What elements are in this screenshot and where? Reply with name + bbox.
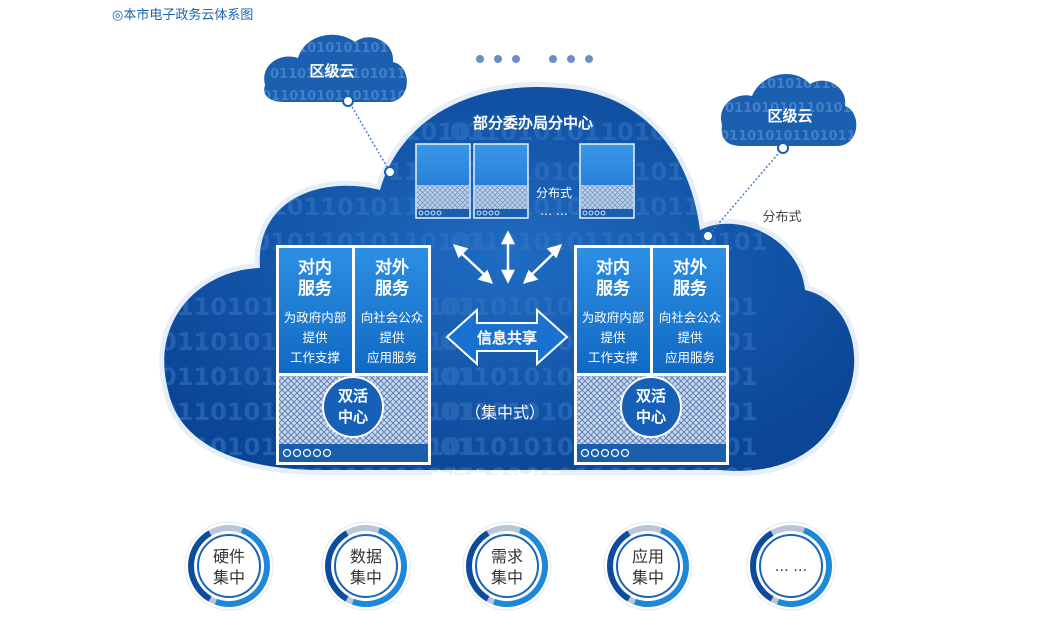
active-center-label: 中心 xyxy=(338,408,368,426)
internal-service-desc: 工作支撑 xyxy=(290,350,341,365)
server-ellipsis: … … xyxy=(540,204,568,218)
data-center-right: 对内 服务 为政府内部 提供 工作支撑 对外 服务 向社会公众 提供 应用服务 … xyxy=(574,245,729,465)
external-service-desc: 向社会公众 xyxy=(361,310,424,325)
binary-row: 0110101011010110101 xyxy=(440,463,757,491)
internal-service-title: 服务 xyxy=(596,278,631,299)
internal-service-desc: 工作支撑 xyxy=(588,350,639,365)
concentration-label: 数据 xyxy=(350,547,382,566)
concentration-label: 集中 xyxy=(350,568,382,587)
binary-row: 0110101011010110101 xyxy=(740,77,912,92)
external-service-title: 服务 xyxy=(673,278,708,299)
concentration-label: 集中 xyxy=(491,568,523,587)
concentration-label: 集中 xyxy=(213,568,245,587)
external-service-desc: 提供 xyxy=(677,330,702,345)
info-share-arrow: 信息共享 xyxy=(445,307,569,367)
concentration-items: 硬件集中数据集中需求集中应用集中… … xyxy=(184,521,836,611)
sync-arrows xyxy=(452,230,563,284)
concentration-label: 应用 xyxy=(632,547,664,566)
internal-service-desc: 为政府内部 xyxy=(284,310,347,325)
more-dots xyxy=(476,55,593,63)
committee-center-label: 部分委办局分中心 xyxy=(473,114,593,132)
city-cloud-label: 市级电子政务云 xyxy=(430,468,563,491)
external-service-title: 服务 xyxy=(375,278,410,299)
active-center-label: 中心 xyxy=(636,408,666,426)
connector-right xyxy=(702,142,789,242)
district-cloud-right: 0110101011010110101 0110101011010110101 … xyxy=(720,73,912,146)
connector-left xyxy=(342,95,396,178)
concentration-label: 硬件 xyxy=(213,547,245,566)
district-cloud-label: 区级云 xyxy=(309,62,354,80)
active-center-label: 双活 xyxy=(636,387,666,405)
server-unit xyxy=(579,143,635,219)
internal-service-desc: 提供 xyxy=(302,330,327,345)
internal-service-title: 对内 xyxy=(596,257,630,278)
internal-service-title: 服务 xyxy=(298,278,333,299)
distributed-label-inside: 分布式 xyxy=(536,186,572,200)
internal-service-title: 对内 xyxy=(298,257,332,278)
binary-row: 0110101011010110101 xyxy=(280,41,452,56)
info-share-label: 信息共享 xyxy=(477,329,537,347)
concentration-label: … … xyxy=(775,559,807,575)
figure-caption: ◎本市电子政务云体系图 xyxy=(112,8,254,23)
concentration-label: 集中 xyxy=(632,568,664,587)
server-unit xyxy=(473,143,529,219)
binary-row: 0110101011010110101 xyxy=(160,463,477,491)
external-service-title: 对外 xyxy=(673,257,707,278)
distributed-label-outside: 分布式 xyxy=(762,210,801,225)
internal-service-desc: 为政府内部 xyxy=(582,310,645,325)
data-center-left: 对内 服务 为政府内部 提供 工作支撑 对外 服务 向社会公众 提供 应用服务 … xyxy=(276,245,431,465)
internal-service-desc: 提供 xyxy=(600,330,625,345)
district-cloud-left: 0110101011010110101 0110101011010110101 … xyxy=(262,34,452,104)
external-service-desc: 向社会公众 xyxy=(659,310,722,325)
server-unit xyxy=(415,143,471,219)
concentration-label: 需求 xyxy=(491,547,523,566)
centralized-label: （集中式） xyxy=(465,403,545,422)
binary-row: 0110101011010110101 xyxy=(170,118,487,146)
binary-row: 0110101011010110101 xyxy=(725,101,897,116)
binary-row: 0110101011010110101 xyxy=(262,89,434,104)
external-service-desc: 应用服务 xyxy=(367,350,417,365)
external-service-desc: 提供 xyxy=(379,330,404,345)
concentration-item: … … xyxy=(746,521,836,611)
active-center-label: 双活 xyxy=(338,387,368,405)
external-service-desc: 应用服务 xyxy=(665,350,715,365)
external-service-title: 对外 xyxy=(375,257,409,278)
binary-row: 0110101011010110101 xyxy=(720,129,892,144)
district-cloud-label: 区级云 xyxy=(767,107,812,125)
binary-row: 0110101011010110101 xyxy=(270,67,442,82)
